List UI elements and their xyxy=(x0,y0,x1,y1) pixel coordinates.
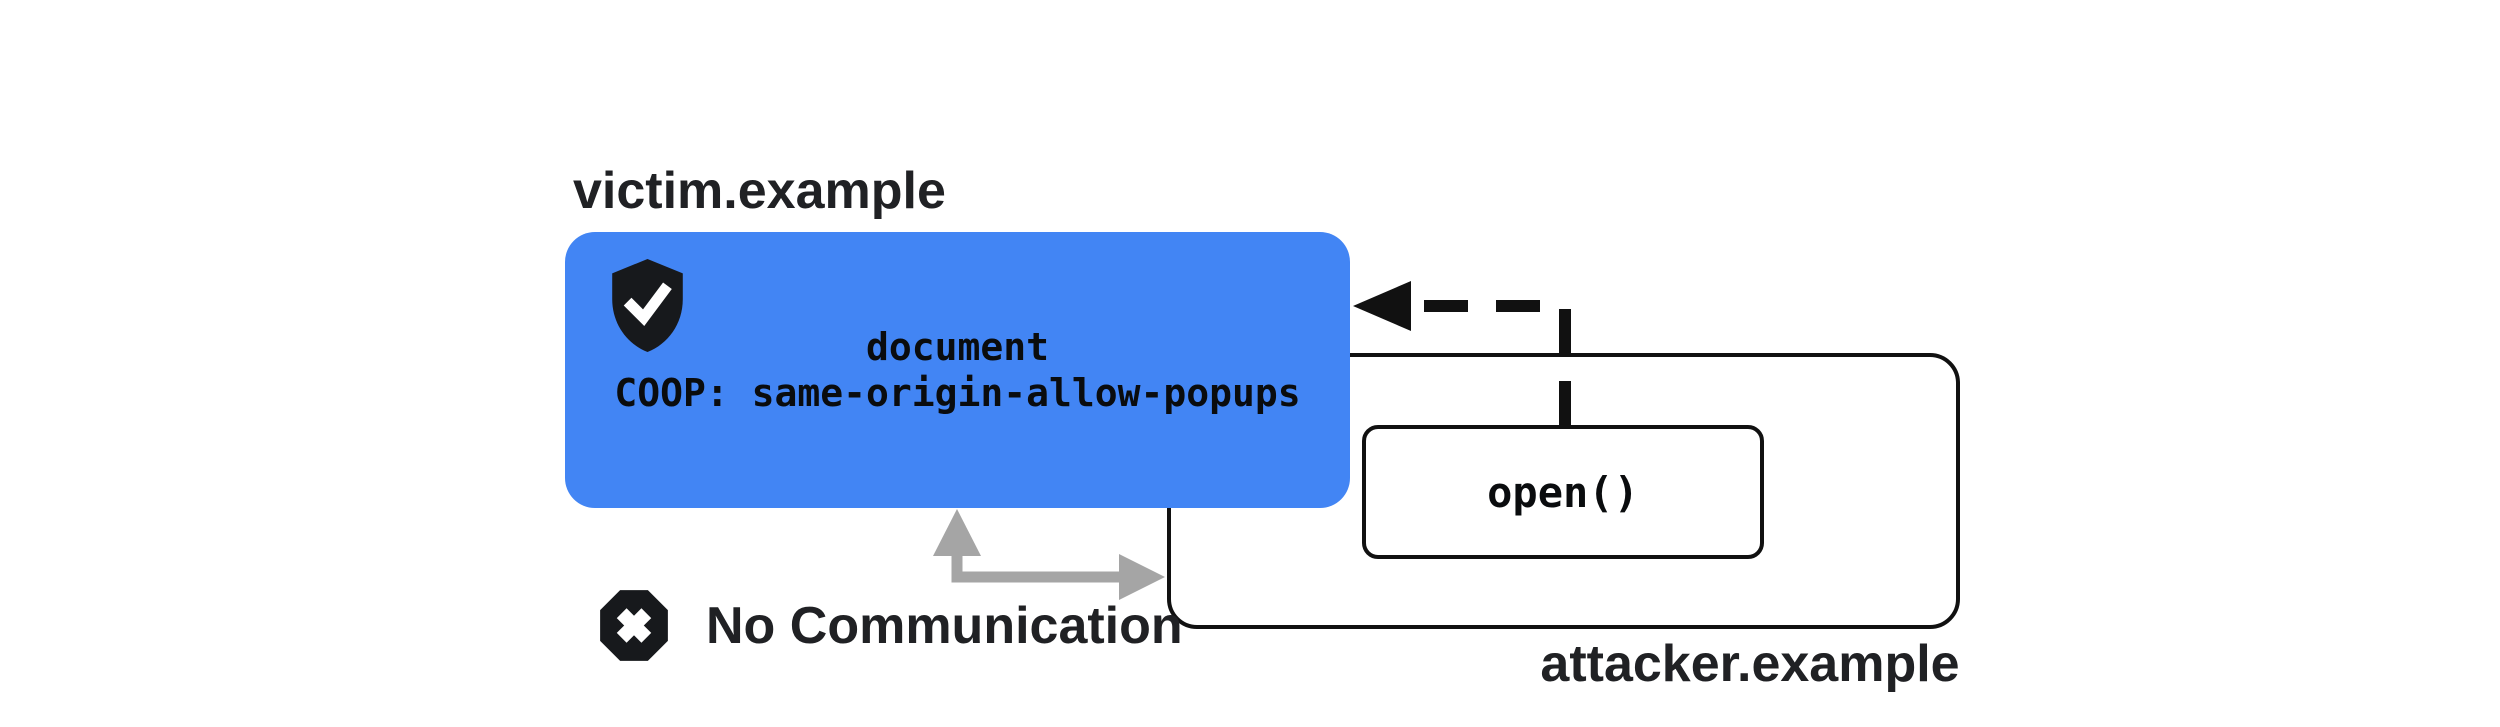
no-communication-label: No Communication xyxy=(706,597,1183,655)
open-call-code: open() xyxy=(1487,467,1639,517)
blocked-communication-arrow xyxy=(933,509,1165,600)
victim-document-box: document COOP: same-origin-allow-popups xyxy=(565,232,1350,508)
document-label: document xyxy=(865,325,1050,369)
open-call-box: open() xyxy=(1362,425,1764,559)
attacker-domain-label: attacker.example xyxy=(1540,635,1960,693)
x-octagon-icon xyxy=(597,587,671,664)
coop-header-value: COOP: same-origin-allow-popups xyxy=(614,371,1301,415)
shield-check-icon xyxy=(609,257,686,354)
victim-domain-label: victim.example xyxy=(573,162,946,220)
